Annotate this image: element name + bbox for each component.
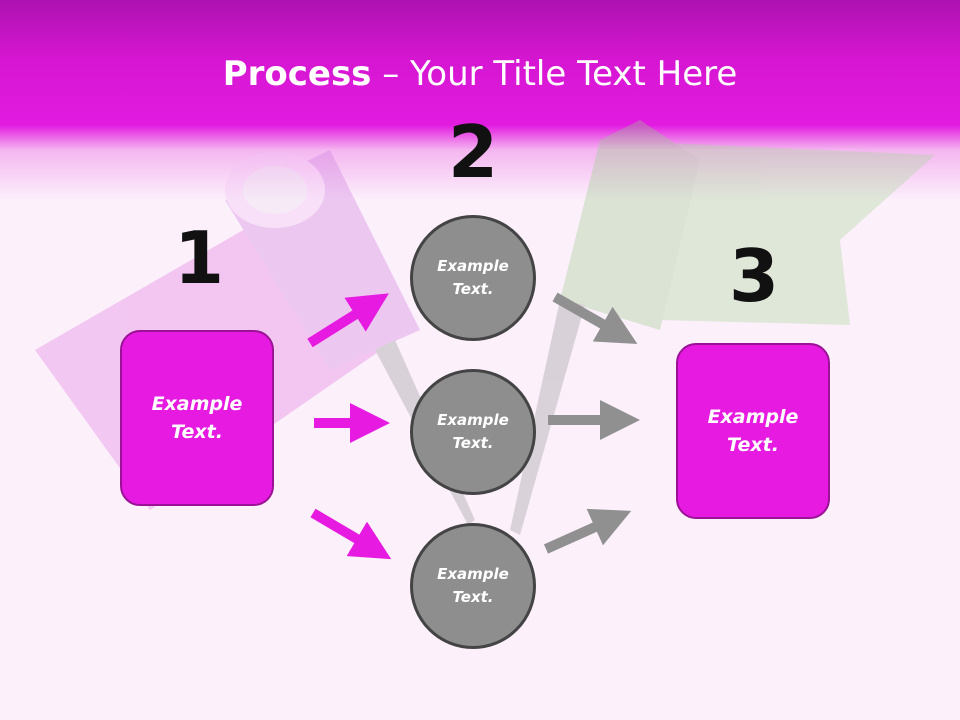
right-step-box[interactable]: Example Text. — [676, 343, 830, 519]
green-flag-icon — [510, 120, 935, 535]
left-step-box[interactable]: Example Text. — [120, 330, 274, 506]
step-number-2: 2 — [447, 110, 499, 194]
circle-node-top-label: Example Text. — [437, 256, 509, 298]
slide-title: Process – Your Title Text Here — [0, 54, 960, 94]
arrow-gray-up — [543, 508, 632, 554]
right-step-box-label: Example Text. — [707, 405, 799, 457]
circle-node-middle-label: Example Text. — [437, 410, 509, 452]
arrow-pink-down — [310, 508, 392, 560]
step-number-3: 3 — [728, 234, 780, 318]
step-number-1: 1 — [173, 216, 225, 300]
title-bold: Process — [222, 54, 372, 94]
left-step-box-label: Example Text. — [151, 392, 243, 444]
circle-node-middle[interactable]: Example Text. — [410, 369, 536, 495]
circle-node-top[interactable]: Example Text. — [410, 215, 536, 341]
circle-node-bottom[interactable]: Example Text. — [410, 523, 536, 649]
title-rest: – Your Title Text Here — [371, 54, 738, 94]
arrow-pink-up — [307, 293, 389, 348]
header-band — [0, 0, 960, 200]
arrow-gray-down — [552, 292, 638, 344]
circle-node-bottom-label: Example Text. — [437, 564, 509, 606]
